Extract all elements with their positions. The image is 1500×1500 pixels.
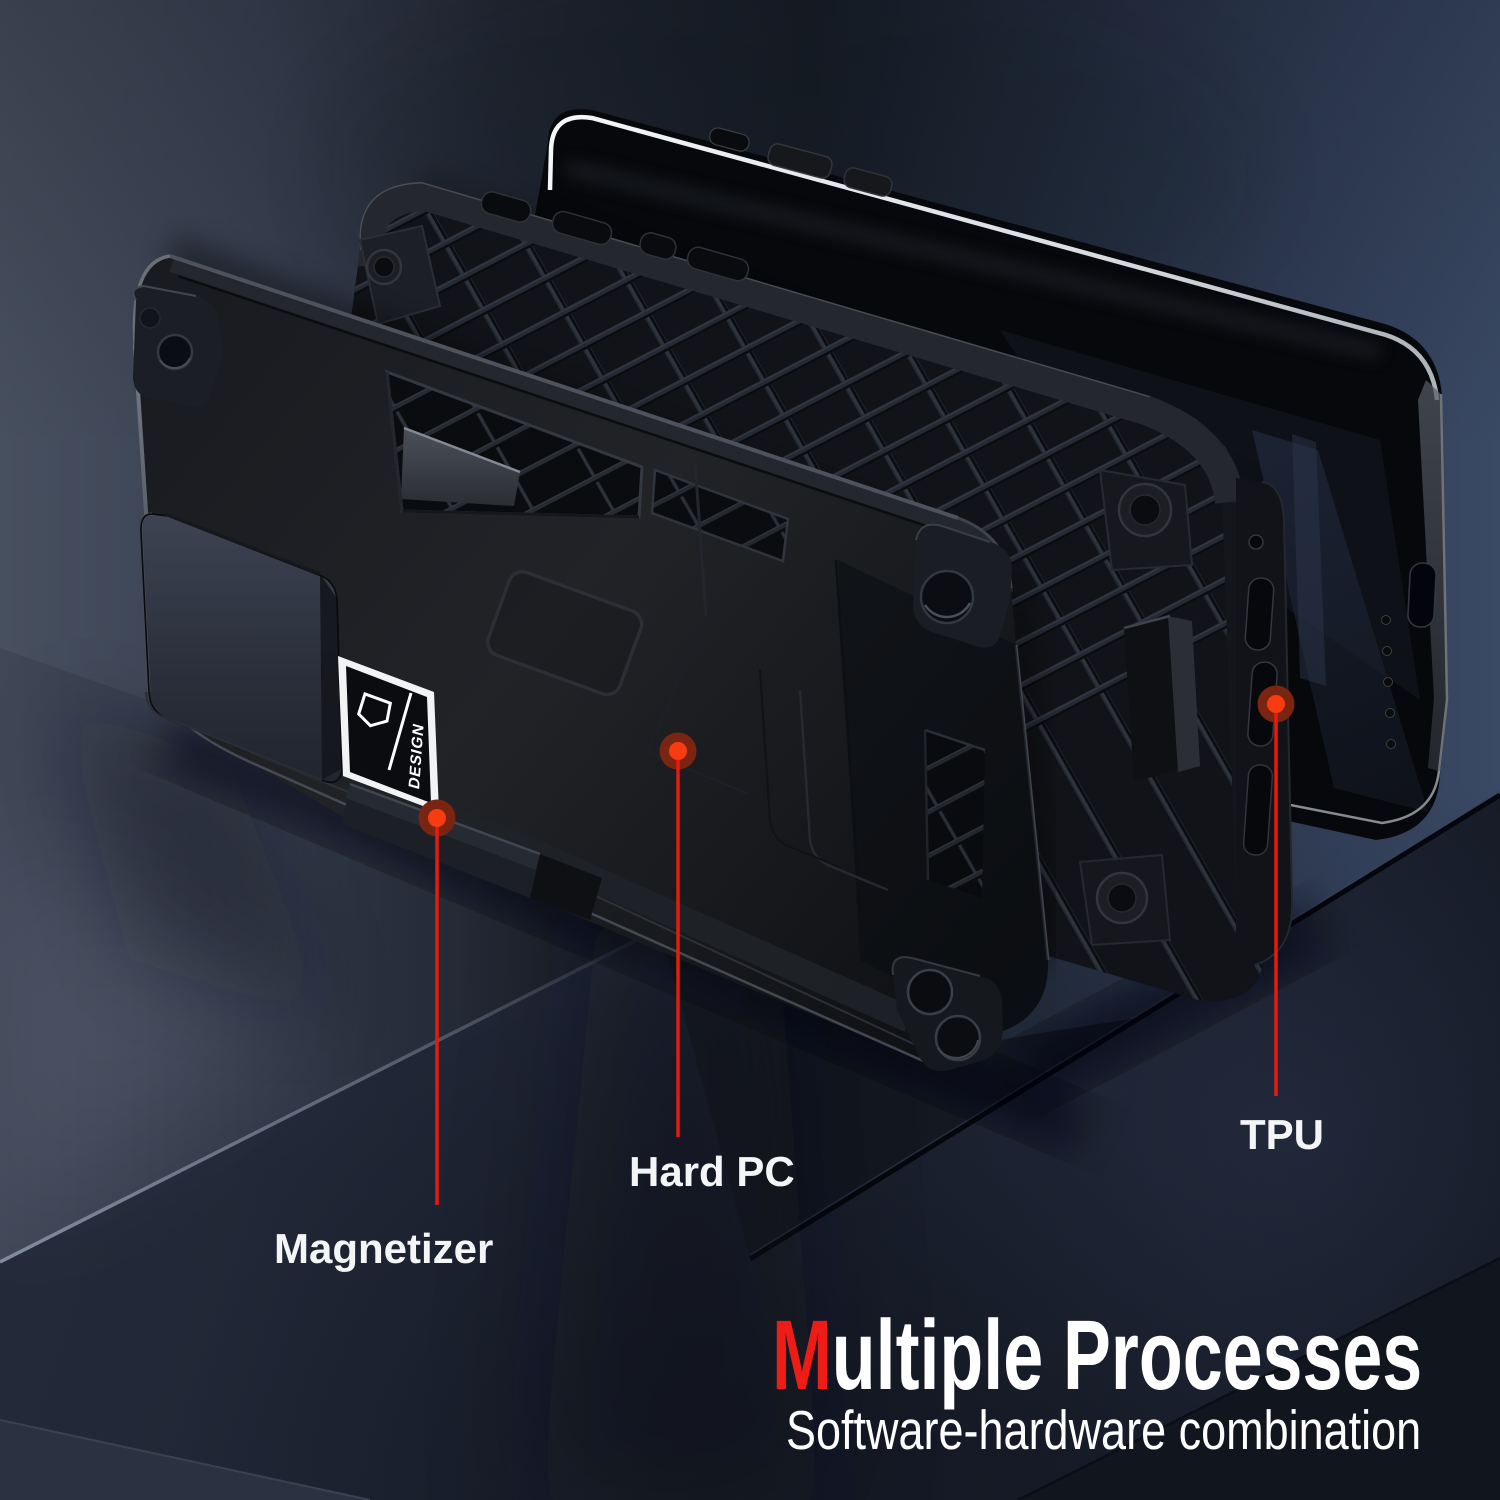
svg-text:Hard PC: Hard PC: [629, 1148, 795, 1195]
svg-text:Magnetizer: Magnetizer: [274, 1225, 493, 1272]
svg-text:TPU: TPU: [1240, 1111, 1324, 1158]
svg-text:DESIGN: DESIGN: [406, 721, 427, 791]
svg-text:Software-hardware combination: Software-hardware combination: [786, 1399, 1421, 1461]
svg-text:Multiple Processes: Multiple Processes: [772, 1299, 1422, 1410]
